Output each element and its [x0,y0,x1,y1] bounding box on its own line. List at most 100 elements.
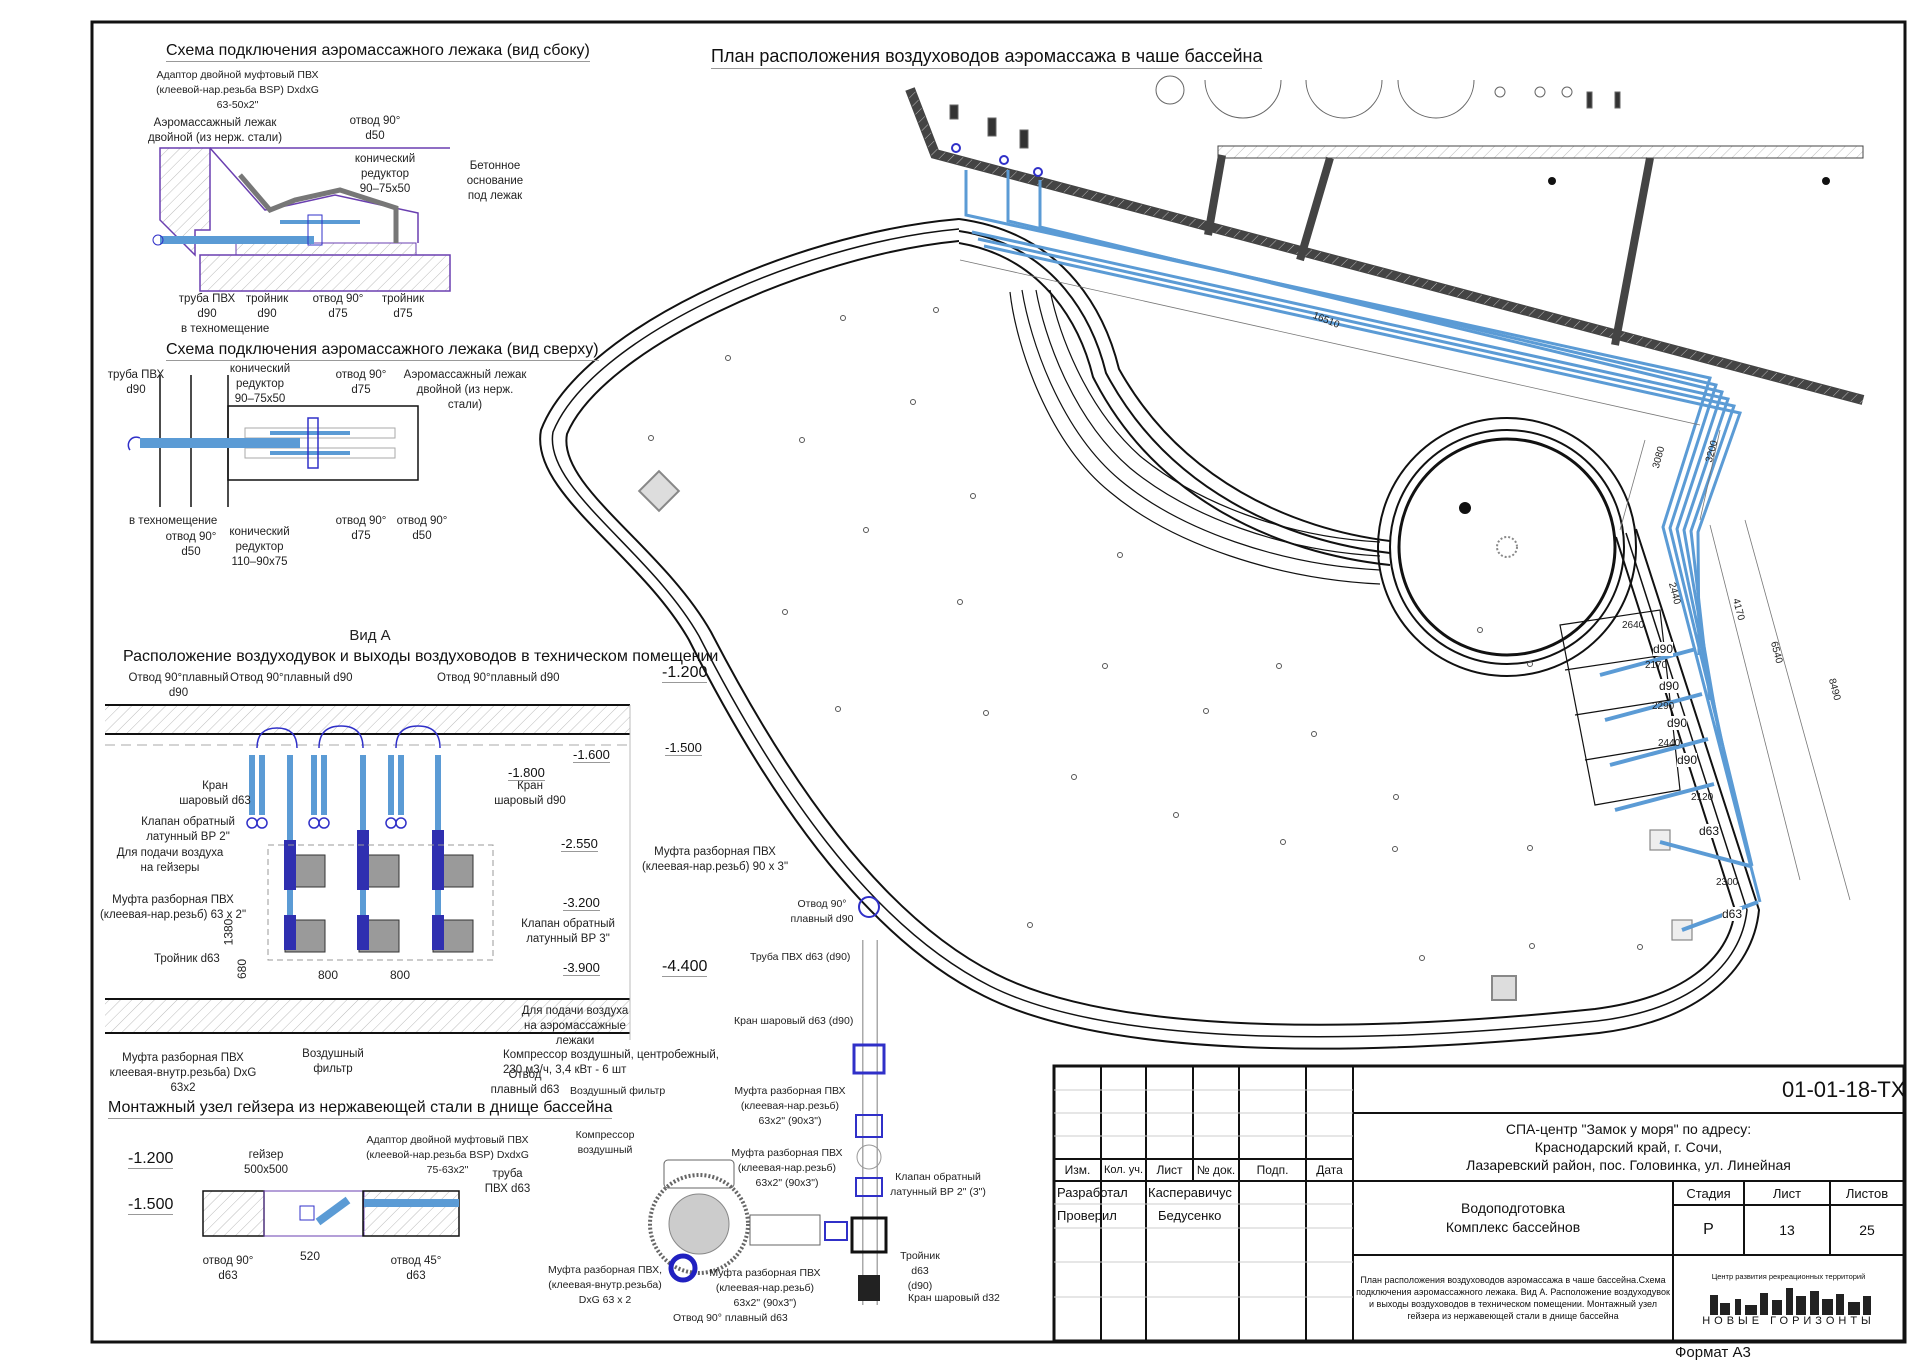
col-list: Лист [1156,1163,1183,1177]
va-dim-800a: 800 [318,968,339,982]
geyser-adapter-label: Адаптор двойной муфтовый ПВХ (клеевой-на… [366,1134,529,1176]
developed-label: Разработал [1057,1185,1128,1200]
checked-name: Бедусенко [1158,1208,1222,1223]
geyser-dim-520: 520 [300,1249,321,1263]
geyser-level-1500: -1.500 [128,1196,174,1215]
level-3200: -3.200 [563,895,600,911]
paper-format: Формат А3 [1675,1344,1751,1361]
va-dim-800b: 800 [390,968,411,982]
top-view-title: Схема подключения аэромассажного лежака … [166,341,599,361]
top-lounger-label: Аэромассажный лежак двойной (из нерж. ст… [403,369,527,411]
geyser-size-label: гейзер 500x500 [243,1149,289,1176]
side-reducer-label: конический редуктор 90–75x50 [354,153,416,195]
va-filter-label: Воздушный фильтр [302,1048,364,1075]
plan-title: План расположения воздуховодов аэромасса… [711,46,1263,69]
view-a-subtitle: Расположение воздуходувок и выходы возду… [123,648,719,665]
sheets-label: Листов [1845,1185,1889,1201]
va-valve-d63-label: Кран шаровый d63 [179,780,251,807]
plan-dimension-lines [959,259,1851,901]
va-elbow-d63-label: Отвод плавный d63 [490,1069,560,1096]
logo-caption: Центр развития рекреационных территорий [1711,1271,1866,1281]
developed-name: Касперавичус [1148,1185,1232,1200]
level-1600: -1.600 [573,747,610,763]
checked-label: Проверил [1057,1208,1117,1223]
plan-equipment [949,75,1621,177]
pool-jets [648,307,1643,961]
side-lounger-label: Аэромассажный лежак двойной (из нерж. ст… [147,117,283,144]
dim-2440-b: 2440 [1658,738,1681,749]
level-2550: -2.550 [561,836,598,852]
va-union-90-label: Муфта разборная ПВХ (клеевая-нар.резьб) … [641,846,789,873]
top-elbow-d75-top-label: отвод 90° d75 [335,369,387,396]
side-view-title: Схема подключения аэромассажного лежака … [166,42,590,62]
riser-elbow-top-label: Отвод 90° плавный d90 [790,898,854,925]
stage-value: Р [1703,1221,1714,1238]
riser-union1-label: Муфта разборная ПВХ (клеевая-нар.резьб) … [734,1085,846,1127]
view-a-title: Вид А [349,627,391,644]
level-1800: -1.800 [508,765,545,781]
side-pipe-label: труба ПВХ d90 [178,293,236,320]
top-reducer1-label: конический редуктор 90–75x50 [229,363,291,405]
side-concrete-label: Бетонное основание под лежак [466,160,524,202]
va-tee-d63-label: Тройник d63 [154,953,220,965]
top-reducer2-label: конический редуктор 110–90x75 [229,526,290,568]
va-dim-1380: 1380 [221,918,236,946]
pipe-label-d90: d90 [1653,642,1674,656]
sheet-value: 13 [1779,1222,1795,1238]
va-check-valve-3-label: Клапан обратный латунный ВР 3" [521,918,615,945]
geyser-title: Монтажный узел гейзера из нержавеющей ст… [108,1099,613,1119]
side-elbow-d50-label: отвод 90° d50 [349,115,401,142]
riser-drain-valve-label: Кран шаровый d32 [908,1292,1000,1304]
pipe-label-d90: d90 [1667,716,1688,730]
dim-2170: 2170 [1645,660,1668,671]
side-elbow-d75-label: отвод 90° d75 [312,293,364,320]
side-view-drawing [152,147,451,292]
col-sign: Подп. [1256,1163,1289,1177]
sheet-frame [90,20,1907,1344]
dim-2120: 2120 [1691,792,1714,803]
riser-union2-label: Муфта разборная ПВХ (клеевая-нар.резьб) … [731,1147,843,1189]
level-1500: -1.500 [665,740,702,756]
riser-filter-label: Воздушный фильтр [570,1085,666,1097]
logo-name: НОВЫЕ ГОРИЗОНТЫ [1702,1315,1875,1327]
va-check-valve-2-label: Клапан обратный латунный ВР 2" [141,816,235,843]
col-date: Дата [1316,1163,1343,1177]
dim-2290: 2290 [1652,701,1675,712]
pipe-label-d90: d90 [1677,753,1698,767]
geyser-pipe-label: труба ПВХ d63 [484,1168,531,1195]
va-elbow3-label: Отвод 90°плавный d90 [437,672,560,684]
top-elbow-d75-bottom-label: отвод 90° d75 [335,515,387,542]
level-1200: -1.200 [662,664,708,683]
side-tee-d90-label: тройник d90 [245,293,289,320]
riser-drawing [648,896,888,1305]
geyser-level-1200: -1.200 [128,1150,174,1169]
va-dim-680: 680 [235,958,250,980]
title-block-grid [1052,1064,1906,1343]
riser-union-inner-label: Муфта разборная ПВХ, (клеевая-внутр.резь… [547,1264,663,1306]
top-to-room-label: в техномещение [129,515,218,527]
pipe-label-d63: d63 [1722,907,1743,921]
va-geyser-supply-label: Для подачи воздуха на гейзеры [116,847,224,874]
va-union-63-label: Муфта разборная ПВХ (клеевая-нар.резьб) … [99,894,247,921]
pipe-label-d63: d63 [1699,824,1720,838]
sheets-value: 25 [1859,1222,1875,1238]
va-elbow1-label: Отвод 90°плавный d90 [128,672,229,699]
top-view-drawing [127,375,419,507]
riser-elbow-bottom-label: Отвод 90° плавный d63 [673,1312,788,1324]
drawing-code: 01-01-18-ТХ [1782,1077,1906,1102]
level-3900: -3.900 [563,960,600,976]
top-elbow-d50-right-label: отвод 90° d50 [396,515,448,542]
section-name: Водоподготовка Комплекс бассейнов [1445,1200,1581,1235]
pipe-label-d90: d90 [1659,679,1680,693]
dim-2640: 2640 [1622,620,1645,631]
va-compressor-label: Компрессор воздушный, центробежный, 230 … [503,1049,719,1076]
va-union-inner-label: Муфта разборная ПВХ клеевая-внутр.резьба… [109,1052,257,1094]
object-address: СПА-центр "Замок у моря" по адресу: Крас… [1466,1121,1791,1173]
top-pipe-label: труба ПВХ d90 [107,369,165,396]
geyser-elbow45-label: отвод 45° d63 [390,1255,442,1282]
va-lounger-supply-label: Для подачи воздуха на аэромассажные лежа… [521,1005,629,1047]
stage-label: Стадия [1686,1185,1731,1201]
col-doc-no: № док. [1196,1163,1236,1177]
top-elbow-d50-left-label: отвод 90° d50 [165,531,217,558]
